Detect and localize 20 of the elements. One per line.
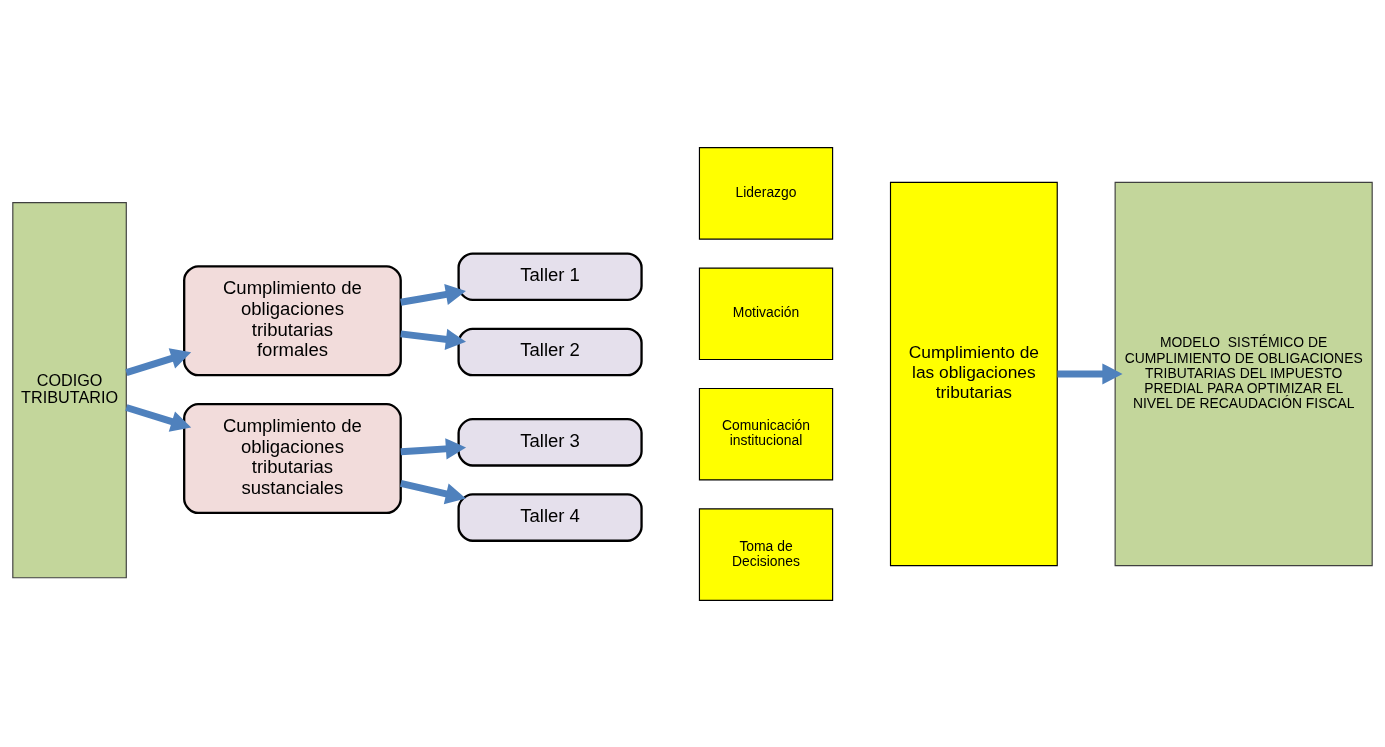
arrow: [400, 479, 466, 504]
node-box: Cumplimiento de obligaciones tributarias sustanciales: [183, 402, 402, 514]
node-box: Liderazgo: [698, 146, 834, 240]
node-box: Toma de Decisiones: [698, 507, 834, 601]
arrow: [125, 347, 192, 376]
node-box: Comunicación institucional: [698, 387, 834, 481]
node-box: MODELO SISTÉMICO DE CUMPLIMIENTO DE OBLIGACIONES TRIBUTARIAS DEL IMPUESTO PREDIAL PARA OPTIMIZAR EL NIVEL DE RECAUDACIÓN FISCAL: [1114, 181, 1373, 566]
node-box: Taller 1: [457, 251, 643, 301]
node-box: Cumplimiento de obligaciones tributarias formales: [183, 264, 402, 376]
arrow: [400, 328, 467, 350]
node-box: CODIGO TRIBUTARIO: [12, 201, 127, 578]
node-box: Cumplimiento de las obligaciones tributarias: [889, 181, 1058, 566]
arrow: [1057, 362, 1123, 385]
node-box: Taller 3: [457, 417, 643, 467]
node-box: Motivación: [698, 266, 834, 360]
arrow: [125, 403, 192, 432]
arrow: [400, 283, 466, 306]
arrow: [400, 437, 467, 459]
node-box: Taller 2: [457, 327, 643, 376]
node-box: Taller 4: [457, 492, 643, 542]
